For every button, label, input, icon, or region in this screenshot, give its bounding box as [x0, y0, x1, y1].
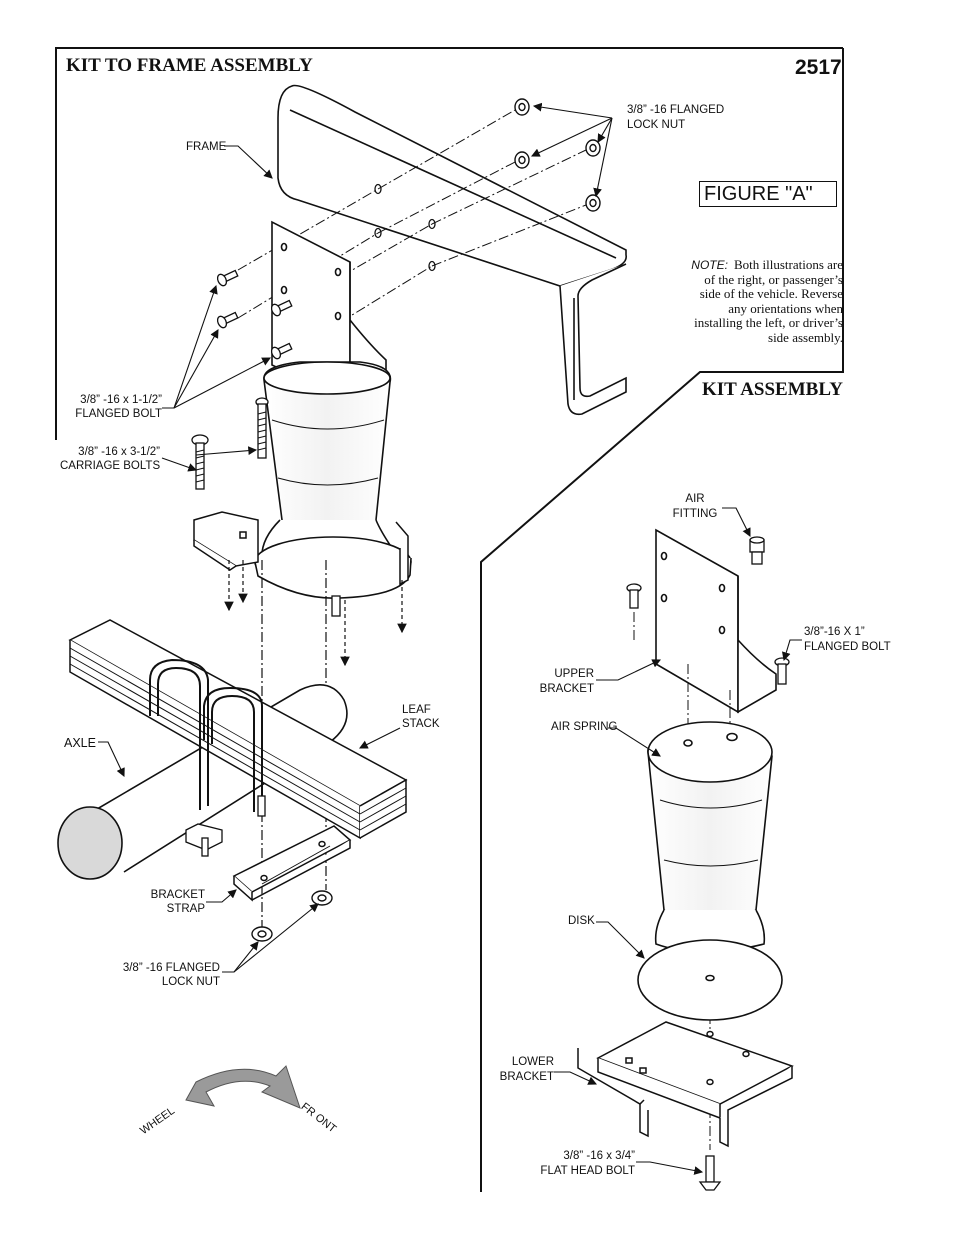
- label-lower-bracket-line2: BRACKET: [499, 1071, 554, 1083]
- label-frame: FRAME: [186, 141, 227, 153]
- label-lower-bracket-line1: LOWER: [511, 1056, 554, 1068]
- label-leaf-line1: LEAF: [402, 704, 431, 716]
- label-lock-nut-bottom-line1: 3/8” -16 FLANGED: [122, 962, 220, 974]
- note-block: NOTE:Both illustrations are of the right…: [690, 257, 843, 345]
- upper-bracket-right: [655, 528, 777, 714]
- air-fitting: [749, 536, 765, 565]
- air-spring-right: [637, 721, 783, 1021]
- carriage-bolts: [191, 397, 269, 490]
- label-bracket-strap-line2: STRAP: [166, 903, 205, 915]
- label-upper-bracket-line2: BRACKET: [539, 683, 594, 695]
- label-bracket-strap-line1: BRACKET: [150, 889, 205, 901]
- air-spring-left: [254, 361, 412, 599]
- note-text: Both illustrations are of the right, or …: [694, 257, 843, 345]
- direction-arrow-icon: [185, 1065, 301, 1109]
- top-lock-nuts: [514, 98, 601, 212]
- kit-assembly-title: KIT ASSEMBLY: [702, 379, 843, 400]
- label-flanged-bolt-1in-line1: 3/8”-16 X 1”: [804, 626, 865, 638]
- label-carriage-line1: 3/8” -16 x 3-1/2”: [78, 446, 160, 458]
- label-lock-nut-top-line1: 3/8” -16 FLANGED: [627, 104, 725, 116]
- bottom-lock-nuts: [251, 890, 333, 942]
- label-air-fitting-line2: FITTING: [672, 508, 718, 520]
- page-border: [55, 47, 844, 1192]
- frame-channel: [277, 84, 627, 416]
- label-lock-nut-bottom-line2: LOCK NUT: [161, 976, 220, 988]
- label-flat-head-line1: 3/8” -16 x 3/4”: [563, 1150, 635, 1162]
- u-bolt-nuts: [185, 795, 266, 857]
- label-carriage-line2: CARRIAGE BOLTS: [60, 460, 161, 472]
- label-disk: DISK: [568, 915, 595, 927]
- note-keyword: NOTE:: [691, 258, 728, 272]
- label-lock-nut-top-line2: LOCK NUT: [627, 119, 686, 131]
- figure-label: FIGURE "A": [699, 181, 837, 207]
- label-leaf-line2: STACK: [402, 718, 440, 730]
- label-air-fitting-line1: AIR: [685, 493, 705, 505]
- left-flanged-bolts: [216, 269, 293, 360]
- label-air-spring: AIR SPRING: [551, 721, 618, 733]
- lower-bracket-right: [577, 1021, 794, 1148]
- disk-stud: [331, 595, 341, 617]
- label-flanged-bolt-line2: FLANGED BOLT: [75, 408, 162, 420]
- label-upper-bracket-line1: UPPER: [554, 668, 594, 680]
- u-bolts: [149, 658, 263, 812]
- label-flat-head-line2: FLAT HEAD BOLT: [540, 1165, 635, 1177]
- leader-lines: [98, 102, 802, 1175]
- lower-bracket-left: [193, 511, 409, 586]
- label-flanged-bolt-line1: 3/8” -16 x 1-1/2”: [80, 394, 162, 406]
- label-flanged-bolt-1in-line2: FLANGED BOLT: [804, 641, 891, 653]
- flat-head-bolt: [698, 1155, 722, 1191]
- label-axle: AXLE: [64, 736, 96, 750]
- kit-to-frame-title: KIT TO FRAME ASSEMBLY: [66, 55, 313, 76]
- page-number: 2517: [795, 56, 842, 79]
- bracket-strap: [232, 825, 352, 902]
